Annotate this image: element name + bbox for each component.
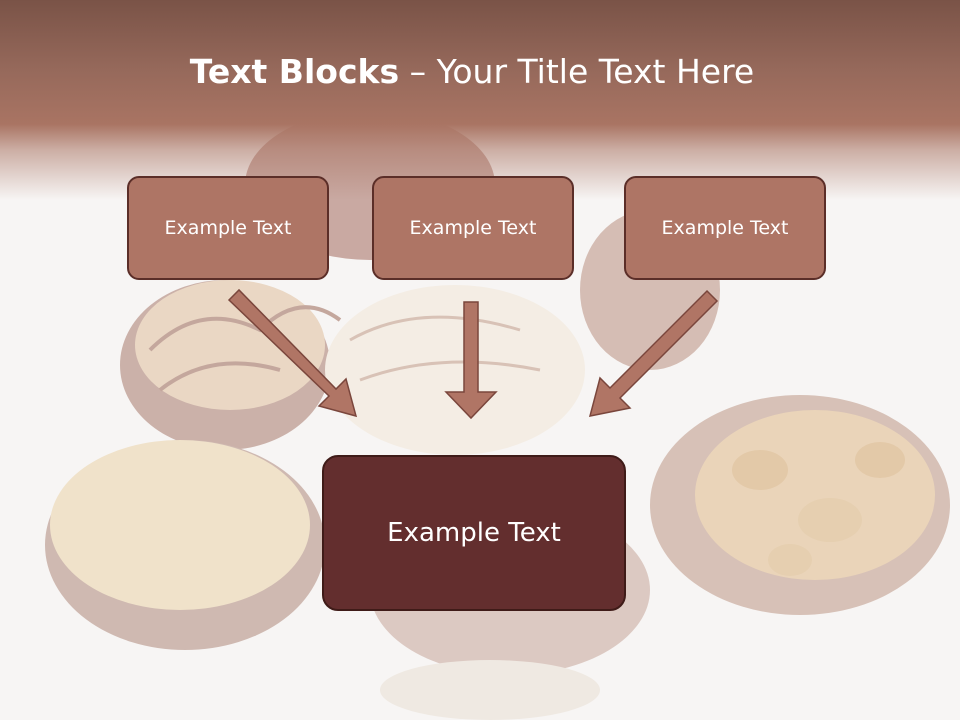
title-bold: Text Blocks [189,52,400,91]
title-separator: – [409,52,427,91]
text-block-top-right[interactable]: Example Text [624,176,826,280]
header-band [0,0,960,200]
title-text: Your Title Text Here [436,52,755,91]
slide-title: Text Blocks – Your Title Text Here [0,52,944,91]
text-block-bottom-label: Example Text [387,518,561,548]
text-block-top-right-label: Example Text [661,217,789,239]
text-block-top-center[interactable]: Example Text [372,176,574,280]
text-block-top-left-label: Example Text [164,217,292,239]
text-block-bottom[interactable]: Example Text [322,455,626,611]
text-block-top-center-label: Example Text [409,217,537,239]
text-block-top-left[interactable]: Example Text [127,176,329,280]
